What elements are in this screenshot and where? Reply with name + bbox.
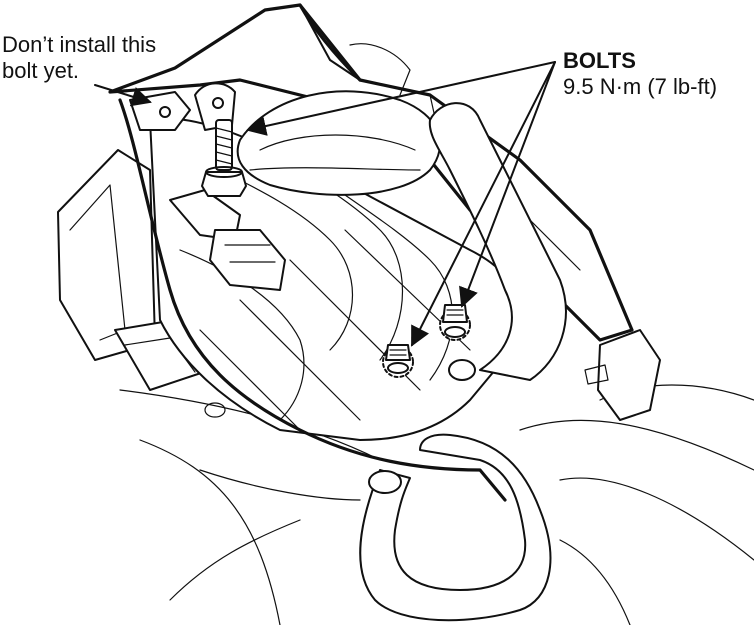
callout-left-line2: bolt yet. xyxy=(2,58,80,83)
wire-harness xyxy=(118,3,507,502)
mounting-bracket xyxy=(129,82,236,131)
loose-bolt xyxy=(201,119,247,197)
callout-left-line1: Don’t install this xyxy=(2,32,157,57)
callout-bolts-title: BOLTS xyxy=(563,48,636,73)
arrow-to-bracket xyxy=(94,84,152,107)
bolt-lower xyxy=(382,344,414,378)
right-bracket xyxy=(584,329,661,421)
arrow-to-bolt-upper xyxy=(459,61,556,308)
installed-bolts xyxy=(382,304,471,378)
callout-dont-install: Don’t install this bolt yet. xyxy=(2,32,156,84)
coolant-hoses xyxy=(359,102,567,622)
leader-arrows xyxy=(94,61,556,347)
callout-bolts: BOLTS 9.5 N·m (7 lb-ft) xyxy=(563,48,717,100)
vacuum-connector xyxy=(169,189,286,291)
arrow-to-bolt-lower xyxy=(411,61,556,347)
callout-bolts-torque: 9.5 N·m (7 lb-ft) xyxy=(563,74,718,99)
bolt-upper xyxy=(439,304,471,341)
arrow-to-loose-bolt xyxy=(246,61,556,136)
